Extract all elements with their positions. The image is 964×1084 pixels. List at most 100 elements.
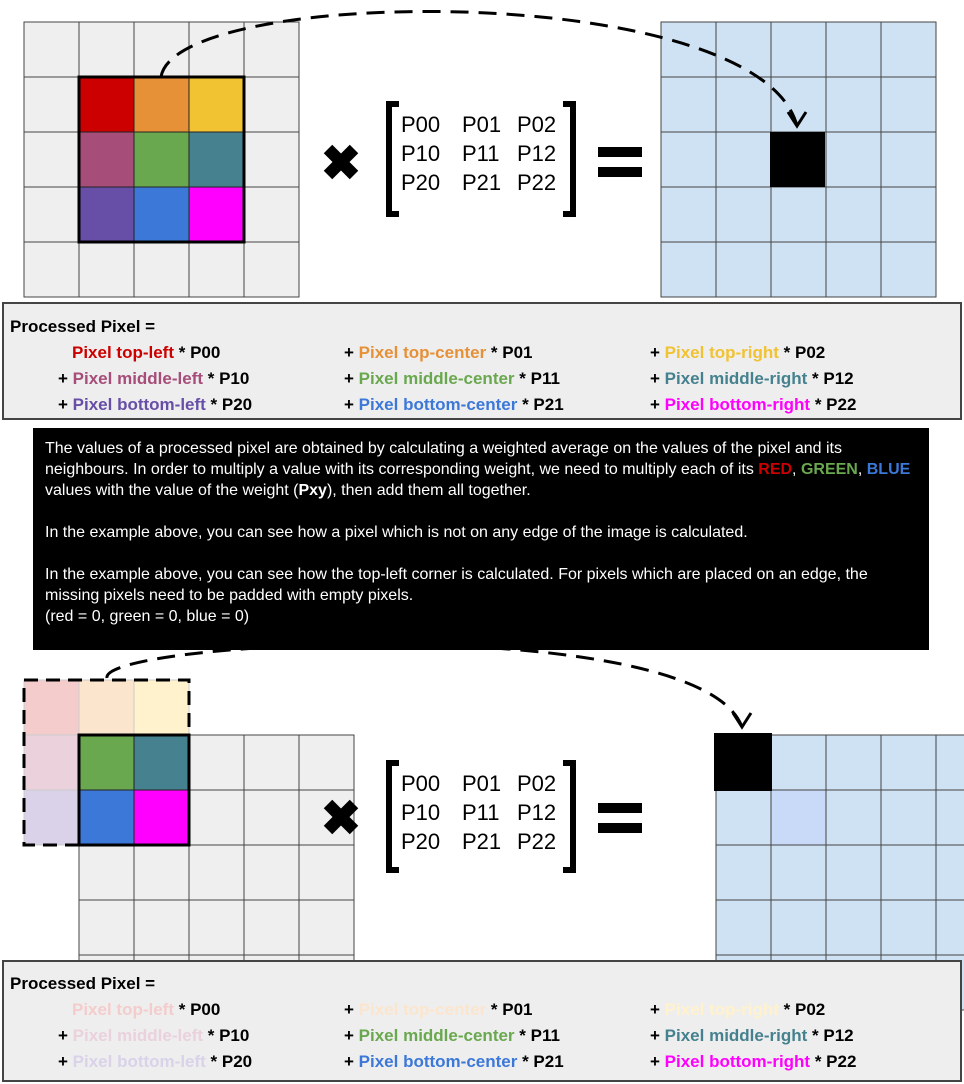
- input-grid-bottom-cell: [188, 734, 245, 791]
- formula-term: + Pixel top-center * P01: [344, 343, 533, 362]
- output-grid-top-cell: [880, 241, 937, 298]
- red-word: RED: [758, 461, 793, 478]
- pixel-label: Pixel bottom-right: [664, 1052, 811, 1071]
- padding-bottom-left: [23, 789, 80, 846]
- pixel-label: Pixel middle-center: [358, 369, 515, 388]
- formula-row: + Pixel bottom-left * P20 + Pixel bottom-…: [10, 1049, 856, 1075]
- explanation-paragraph-3: In the example above, you can see how th…: [45, 566, 868, 625]
- explanation-box: The values of a processed pixel are obta…: [33, 428, 929, 650]
- explanation-paragraph-2: In the example above, you can see how a …: [45, 524, 748, 541]
- input-grid-top-cell: [23, 21, 80, 78]
- matrix-entry-p01: P01: [462, 112, 501, 137]
- formula-term: + Pixel top-center * P01: [344, 1000, 533, 1019]
- pixel-label: Pixel bottom-left: [72, 395, 206, 414]
- multiply-stroke: [323, 799, 359, 835]
- matrix-entry-p11: P11: [462, 141, 500, 166]
- formula-row: + Pixel bottom-left * P20+ Pixel bottom-…: [10, 392, 856, 418]
- output-grid-top-cell: [770, 186, 827, 243]
- output-pixel-top: [770, 132, 825, 187]
- equals-bar: [598, 167, 642, 177]
- matrix-entry-p00: P00: [401, 771, 440, 796]
- weight-label: * P20: [205, 1052, 253, 1071]
- weight-label: * P21: [517, 395, 564, 414]
- kernel-pixel-bottom-right: [188, 186, 245, 243]
- formula-term: + Pixel bottom-right * P22: [650, 1052, 857, 1071]
- input-grid-top-cell: [23, 241, 80, 298]
- equals-bar: [598, 803, 642, 813]
- output-grid-top-cell: [715, 241, 772, 298]
- equals-bar: [598, 147, 642, 157]
- input-grid-top-cell: [78, 21, 135, 78]
- padding-middle-left: [23, 734, 80, 791]
- blue-word: BLUE: [866, 461, 911, 478]
- matrix-bracket-left: [386, 760, 399, 873]
- input-grid-top-cell: [78, 241, 135, 298]
- formula-row: + Pixel middle-left * P10 + Pixel middle-…: [10, 1023, 854, 1049]
- kernel-pixel-top-right: [188, 76, 245, 133]
- padding-top-right: [133, 679, 190, 736]
- weight-label: * P02: [778, 343, 826, 362]
- matrix-entry-p10: P10: [401, 141, 440, 166]
- formula-term: + Pixel middle-center * P11: [344, 1026, 560, 1045]
- padding-top-center: [78, 679, 135, 736]
- arrow-bottom-head: [731, 712, 753, 730]
- kernel-pixel-bottom-left: [78, 186, 135, 243]
- input-grid-top-cell: [133, 21, 190, 78]
- output-grid-top-cell: [660, 186, 717, 243]
- formula-row: Pixel top-left * P00 + Pixel top-center *…: [10, 340, 825, 366]
- output-grid-top-cell: [825, 131, 882, 188]
- arrow-top: [159, 9, 799, 127]
- output-highlight-cell: [770, 789, 827, 846]
- explanation-paragraph-1: The values of a processed pixel are obta…: [45, 440, 911, 499]
- padding-top-left: [23, 679, 80, 736]
- input-grid-bottom-cell: [188, 789, 245, 846]
- pixel-label: Pixel bottom-center: [358, 1052, 518, 1071]
- formula-term: + Pixel bottom-right * P22: [650, 395, 857, 414]
- weight-label: * P10: [203, 369, 250, 388]
- output-grid-top-cell: [715, 131, 772, 188]
- output-grid-bottom-cell: [825, 844, 882, 901]
- output-grid-bottom-cell: [825, 899, 882, 956]
- formula-term: Pixel top-left * P00: [72, 340, 220, 366]
- formula-heading: Processed Pixel =: [10, 317, 156, 336]
- output-grid-bottom-cell: [880, 844, 937, 901]
- formula-term: + Pixel middle-right * P12: [650, 369, 854, 388]
- output-grid-bottom-cell: [935, 844, 964, 901]
- matrix-entry-p02: P02: [517, 112, 556, 137]
- green-word: GREEN: [800, 461, 858, 478]
- output-pixel-bottom: [714, 733, 772, 791]
- output-grid-top-cell: [660, 76, 717, 133]
- pixel-label: Pixel middle-left: [72, 369, 204, 388]
- formula-term: + Pixel bottom-left * P20: [58, 1052, 253, 1071]
- matrix-entry-p01: P01: [462, 771, 501, 796]
- pixel-label: Pixel middle-right: [664, 1026, 808, 1045]
- input-grid-top-cell: [243, 76, 300, 133]
- pixel-label: Pixel middle-left: [72, 1026, 204, 1045]
- formula-term: Pixel top-left * P00: [72, 997, 220, 1023]
- weight-label: * P12: [807, 1026, 854, 1045]
- equals-bar: [598, 823, 642, 833]
- formula-term: + Pixel middle-left * P10: [58, 1026, 250, 1045]
- output-grid-bottom-cell: [935, 734, 964, 791]
- output-grid-bottom-cell: [715, 899, 772, 956]
- formula-row: Pixel top-left * P00 + Pixel top-center *…: [10, 997, 825, 1023]
- kernel-pixel-middle-right: [188, 131, 245, 188]
- kernel-pixel-middle-center: [78, 734, 135, 791]
- matrix-entry-p00: P00: [401, 112, 440, 137]
- formula-term: + Pixel bottom-center * P21: [344, 1052, 564, 1071]
- kernel-pixel-middle-center: [133, 131, 190, 188]
- output-grid-bottom-cell: [880, 899, 937, 956]
- formula-panel-top: [2, 302, 962, 420]
- weight-label: * P22: [810, 395, 857, 414]
- matrix-bracket-left: [386, 101, 399, 217]
- matrix-entry-p21: P21: [462, 829, 501, 854]
- output-grid-bottom-cell: [880, 789, 937, 846]
- output-grid-bottom-cell: [715, 789, 772, 846]
- weight-label: * P00: [174, 343, 221, 362]
- weight-label: * P02: [778, 1000, 826, 1019]
- output-grid-bottom-cell: [935, 899, 964, 956]
- weight-label: * P11: [514, 369, 560, 388]
- output-grid-top-cell: [825, 21, 882, 78]
- matrix-entry-p20: P20: [401, 170, 440, 195]
- weight-label: * P00: [174, 1000, 221, 1019]
